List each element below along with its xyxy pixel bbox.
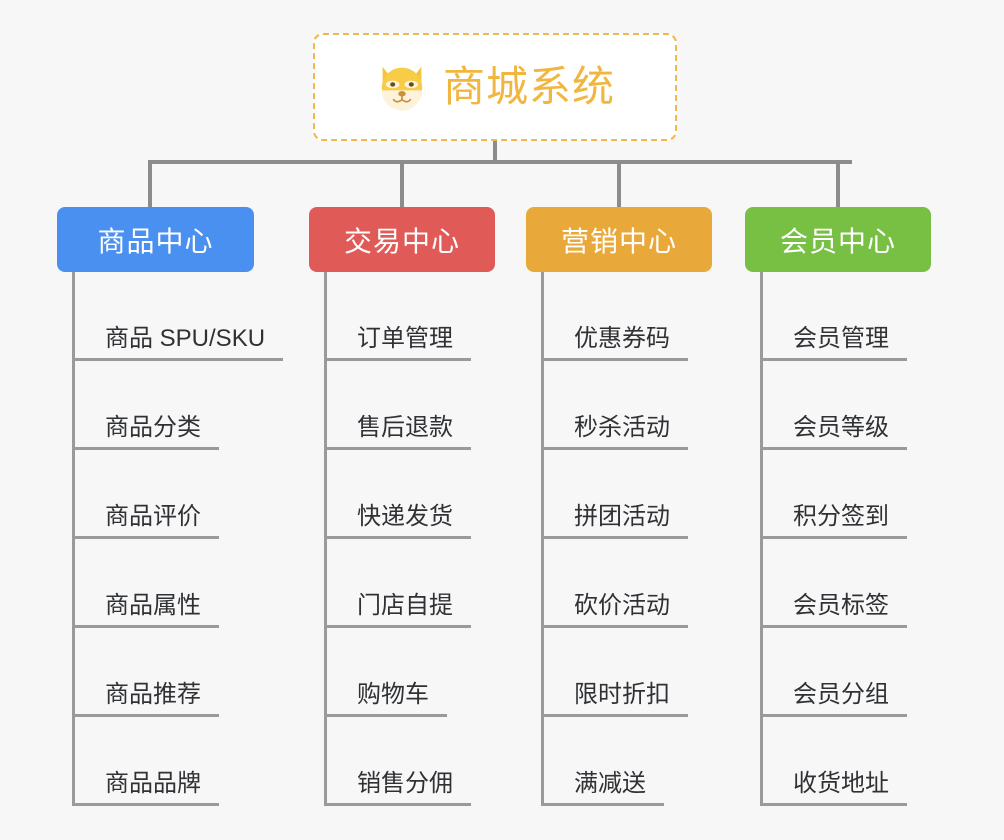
branch-member-center: 会员中心 会员管理 会员等级 积分签到 会员标签 会员分组 收货地址: [745, 207, 931, 822]
leaf-label: 收货地址: [763, 770, 907, 806]
list-item[interactable]: 商品推荐: [75, 628, 283, 717]
dog-face-icon: [381, 66, 423, 111]
connector-horizontal-bus: [148, 160, 852, 164]
list-item[interactable]: 购物车: [327, 628, 495, 717]
leaf-label: 拼团活动: [544, 503, 688, 539]
leaf-label: 限时折扣: [544, 681, 688, 717]
leaf-label: 积分签到: [763, 503, 907, 539]
list-item[interactable]: 商品属性: [75, 539, 283, 628]
list-item[interactable]: 会员等级: [763, 361, 931, 450]
branch-header[interactable]: 会员中心: [745, 207, 931, 272]
leaf-label: 会员标签: [763, 592, 907, 628]
list-item[interactable]: 砍价活动: [544, 539, 712, 628]
leaf-label: 销售分佣: [327, 770, 471, 806]
list-item[interactable]: 商品品牌: [75, 717, 283, 806]
leaf-label: 售后退款: [327, 414, 471, 450]
list-item[interactable]: 秒杀活动: [544, 361, 712, 450]
leaf-label: 会员管理: [763, 325, 907, 361]
list-item[interactable]: 销售分佣: [327, 717, 495, 806]
leaf-label: 商品 SPU/SKU: [75, 325, 284, 361]
list-item[interactable]: 会员标签: [763, 539, 931, 628]
leaf-label: 订单管理: [327, 325, 471, 361]
leaf-label: 会员分组: [763, 681, 907, 717]
leaf-label: 优惠券码: [544, 325, 688, 361]
list-item[interactable]: 商品评价: [75, 450, 283, 539]
branch-header[interactable]: 商品中心: [57, 207, 254, 272]
connector-drop-3: [617, 160, 621, 207]
list-item[interactable]: 限时折扣: [544, 628, 712, 717]
leaf-list: 订单管理 售后退款 快递发货 门店自提 购物车 销售分佣: [324, 272, 495, 806]
branch-label: 商品中心: [97, 225, 214, 257]
list-item[interactable]: 优惠券码: [544, 272, 712, 361]
root-title: 商城系统: [442, 63, 615, 110]
list-item[interactable]: 会员分组: [763, 628, 931, 717]
list-item[interactable]: 门店自提: [327, 539, 495, 628]
branch-header[interactable]: 交易中心: [309, 207, 495, 272]
list-item[interactable]: 积分签到: [763, 450, 931, 539]
branch-trade-center: 交易中心 订单管理 售后退款 快递发货 门店自提 购物车 销售分佣: [309, 207, 495, 822]
leaf-label: 满减送: [544, 770, 664, 806]
branch-header[interactable]: 营销中心: [526, 207, 712, 272]
list-item[interactable]: 售后退款: [327, 361, 495, 450]
list-item[interactable]: 商品 SPU/SKU: [75, 272, 284, 361]
leaf-list: 商品 SPU/SKU 商品分类 商品评价 商品属性 商品推荐 商品品牌: [72, 272, 284, 806]
connector-drop-1: [148, 160, 152, 207]
leaf-label: 秒杀活动: [544, 414, 688, 450]
connector-drop-2: [400, 160, 404, 207]
list-item[interactable]: 快递发货: [327, 450, 495, 539]
list-item[interactable]: 会员管理: [763, 272, 931, 361]
list-item[interactable]: 订单管理: [327, 272, 495, 361]
leaf-label: 商品分类: [75, 414, 219, 450]
leaf-label: 门店自提: [327, 592, 471, 628]
leaf-label: 商品属性: [75, 592, 219, 628]
leaf-label: 商品品牌: [75, 770, 219, 806]
list-item[interactable]: 商品分类: [75, 361, 283, 450]
root-node[interactable]: 商城系统: [313, 33, 677, 141]
list-item[interactable]: 拼团活动: [544, 450, 712, 539]
branch-label: 会员中心: [779, 225, 896, 257]
connector-drop-4: [836, 160, 840, 207]
leaf-label: 会员等级: [763, 414, 907, 450]
leaf-label: 商品评价: [75, 503, 219, 539]
leaf-list: 优惠券码 秒杀活动 拼团活动 砍价活动 限时折扣 满减送: [541, 272, 712, 806]
leaf-label: 购物车: [327, 681, 447, 717]
branch-label: 营销中心: [560, 225, 677, 257]
branch-label: 交易中心: [343, 225, 460, 257]
leaf-label: 快递发货: [327, 503, 471, 539]
list-item[interactable]: 满减送: [544, 717, 712, 806]
leaf-list: 会员管理 会员等级 积分签到 会员标签 会员分组 收货地址: [760, 272, 931, 806]
connector-root-stem: [493, 141, 497, 163]
leaf-label: 商品推荐: [75, 681, 219, 717]
branch-marketing-center: 营销中心 优惠券码 秒杀活动 拼团活动 砍价活动 限时折扣 满减送: [526, 207, 712, 822]
branch-product-center: 商品中心 商品 SPU/SKU 商品分类 商品评价 商品属性 商品推荐 商品品牌: [57, 207, 284, 822]
list-item[interactable]: 收货地址: [763, 717, 931, 806]
leaf-label: 砍价活动: [544, 592, 688, 628]
